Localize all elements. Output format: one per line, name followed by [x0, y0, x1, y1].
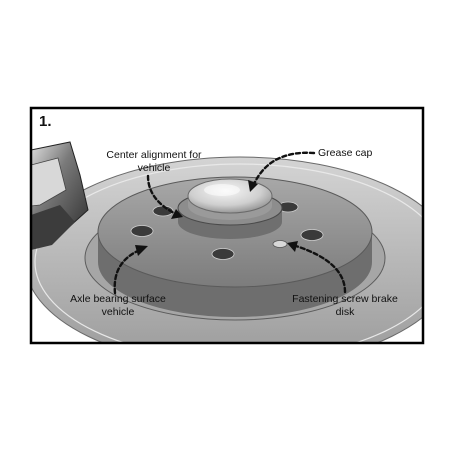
arrowhead-grease-cap: [248, 180, 258, 192]
arrowhead-axle-bearing: [135, 245, 148, 256]
wheel-hub: [177, 178, 283, 239]
grease-cap: [187, 178, 273, 214]
arrowhead-fastening-screw: [287, 241, 298, 252]
fastening-screw: [272, 240, 288, 248]
label-axle-bearing-line2: vehicle: [102, 306, 135, 318]
label-fastening-screw-line1: Fastening screw brake: [292, 293, 398, 305]
arrow-center-alignment: [146, 174, 178, 216]
label-fastening-screw-line2: disk: [336, 306, 355, 318]
bolt-hole: [300, 229, 324, 241]
label-axle-bearing-line1: Axle bearing surface: [70, 293, 166, 305]
photo-area: [31, 108, 423, 343]
label-center-alignment-line2: vehicle: [138, 162, 171, 174]
arrow-grease-cap: [252, 151, 316, 186]
label-grease-cap: Grease cap: [318, 147, 372, 159]
step-number: 1.: [39, 113, 52, 130]
bolt-hole: [211, 248, 235, 260]
arrow-fastening-screw: [294, 244, 347, 294]
label-center-alignment-line1: Center alignment for: [106, 149, 202, 161]
arrowhead-center-alignment: [171, 209, 183, 219]
arrow-axle-bearing: [113, 248, 142, 295]
figure-frame: [29, 106, 425, 345]
brake-caliper: [31, 141, 89, 250]
bolt-hole: [130, 225, 154, 237]
